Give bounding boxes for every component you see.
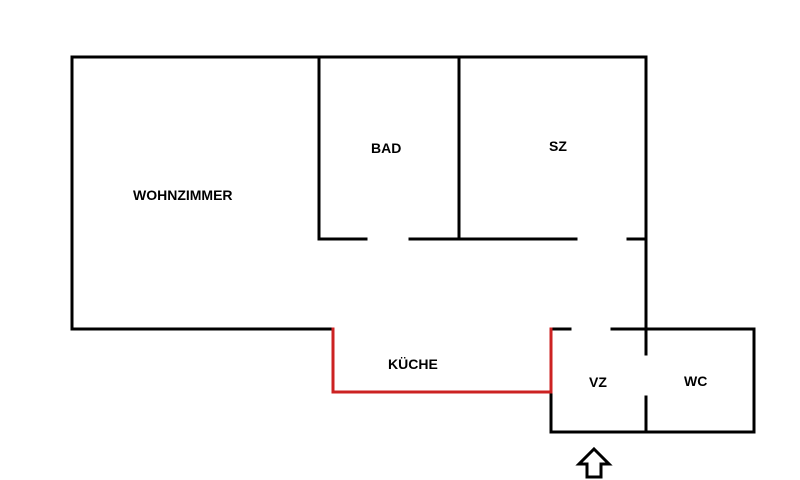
room-label-kueche: KÜCHE: [388, 356, 438, 372]
outer-walls: [70, 55, 648, 331]
room-label-wohnzimmer: WOHNZIMMER: [133, 187, 233, 203]
room-label-vz: VZ: [589, 374, 607, 390]
kitchen-wall: [331, 327, 553, 394]
room-label-bad: BAD: [371, 140, 401, 156]
room-label-wc: WC: [684, 373, 707, 389]
room-label-sz: SZ: [549, 138, 567, 154]
interior-walls: [317, 55, 756, 434]
up-arrow-icon: [575, 446, 613, 479]
